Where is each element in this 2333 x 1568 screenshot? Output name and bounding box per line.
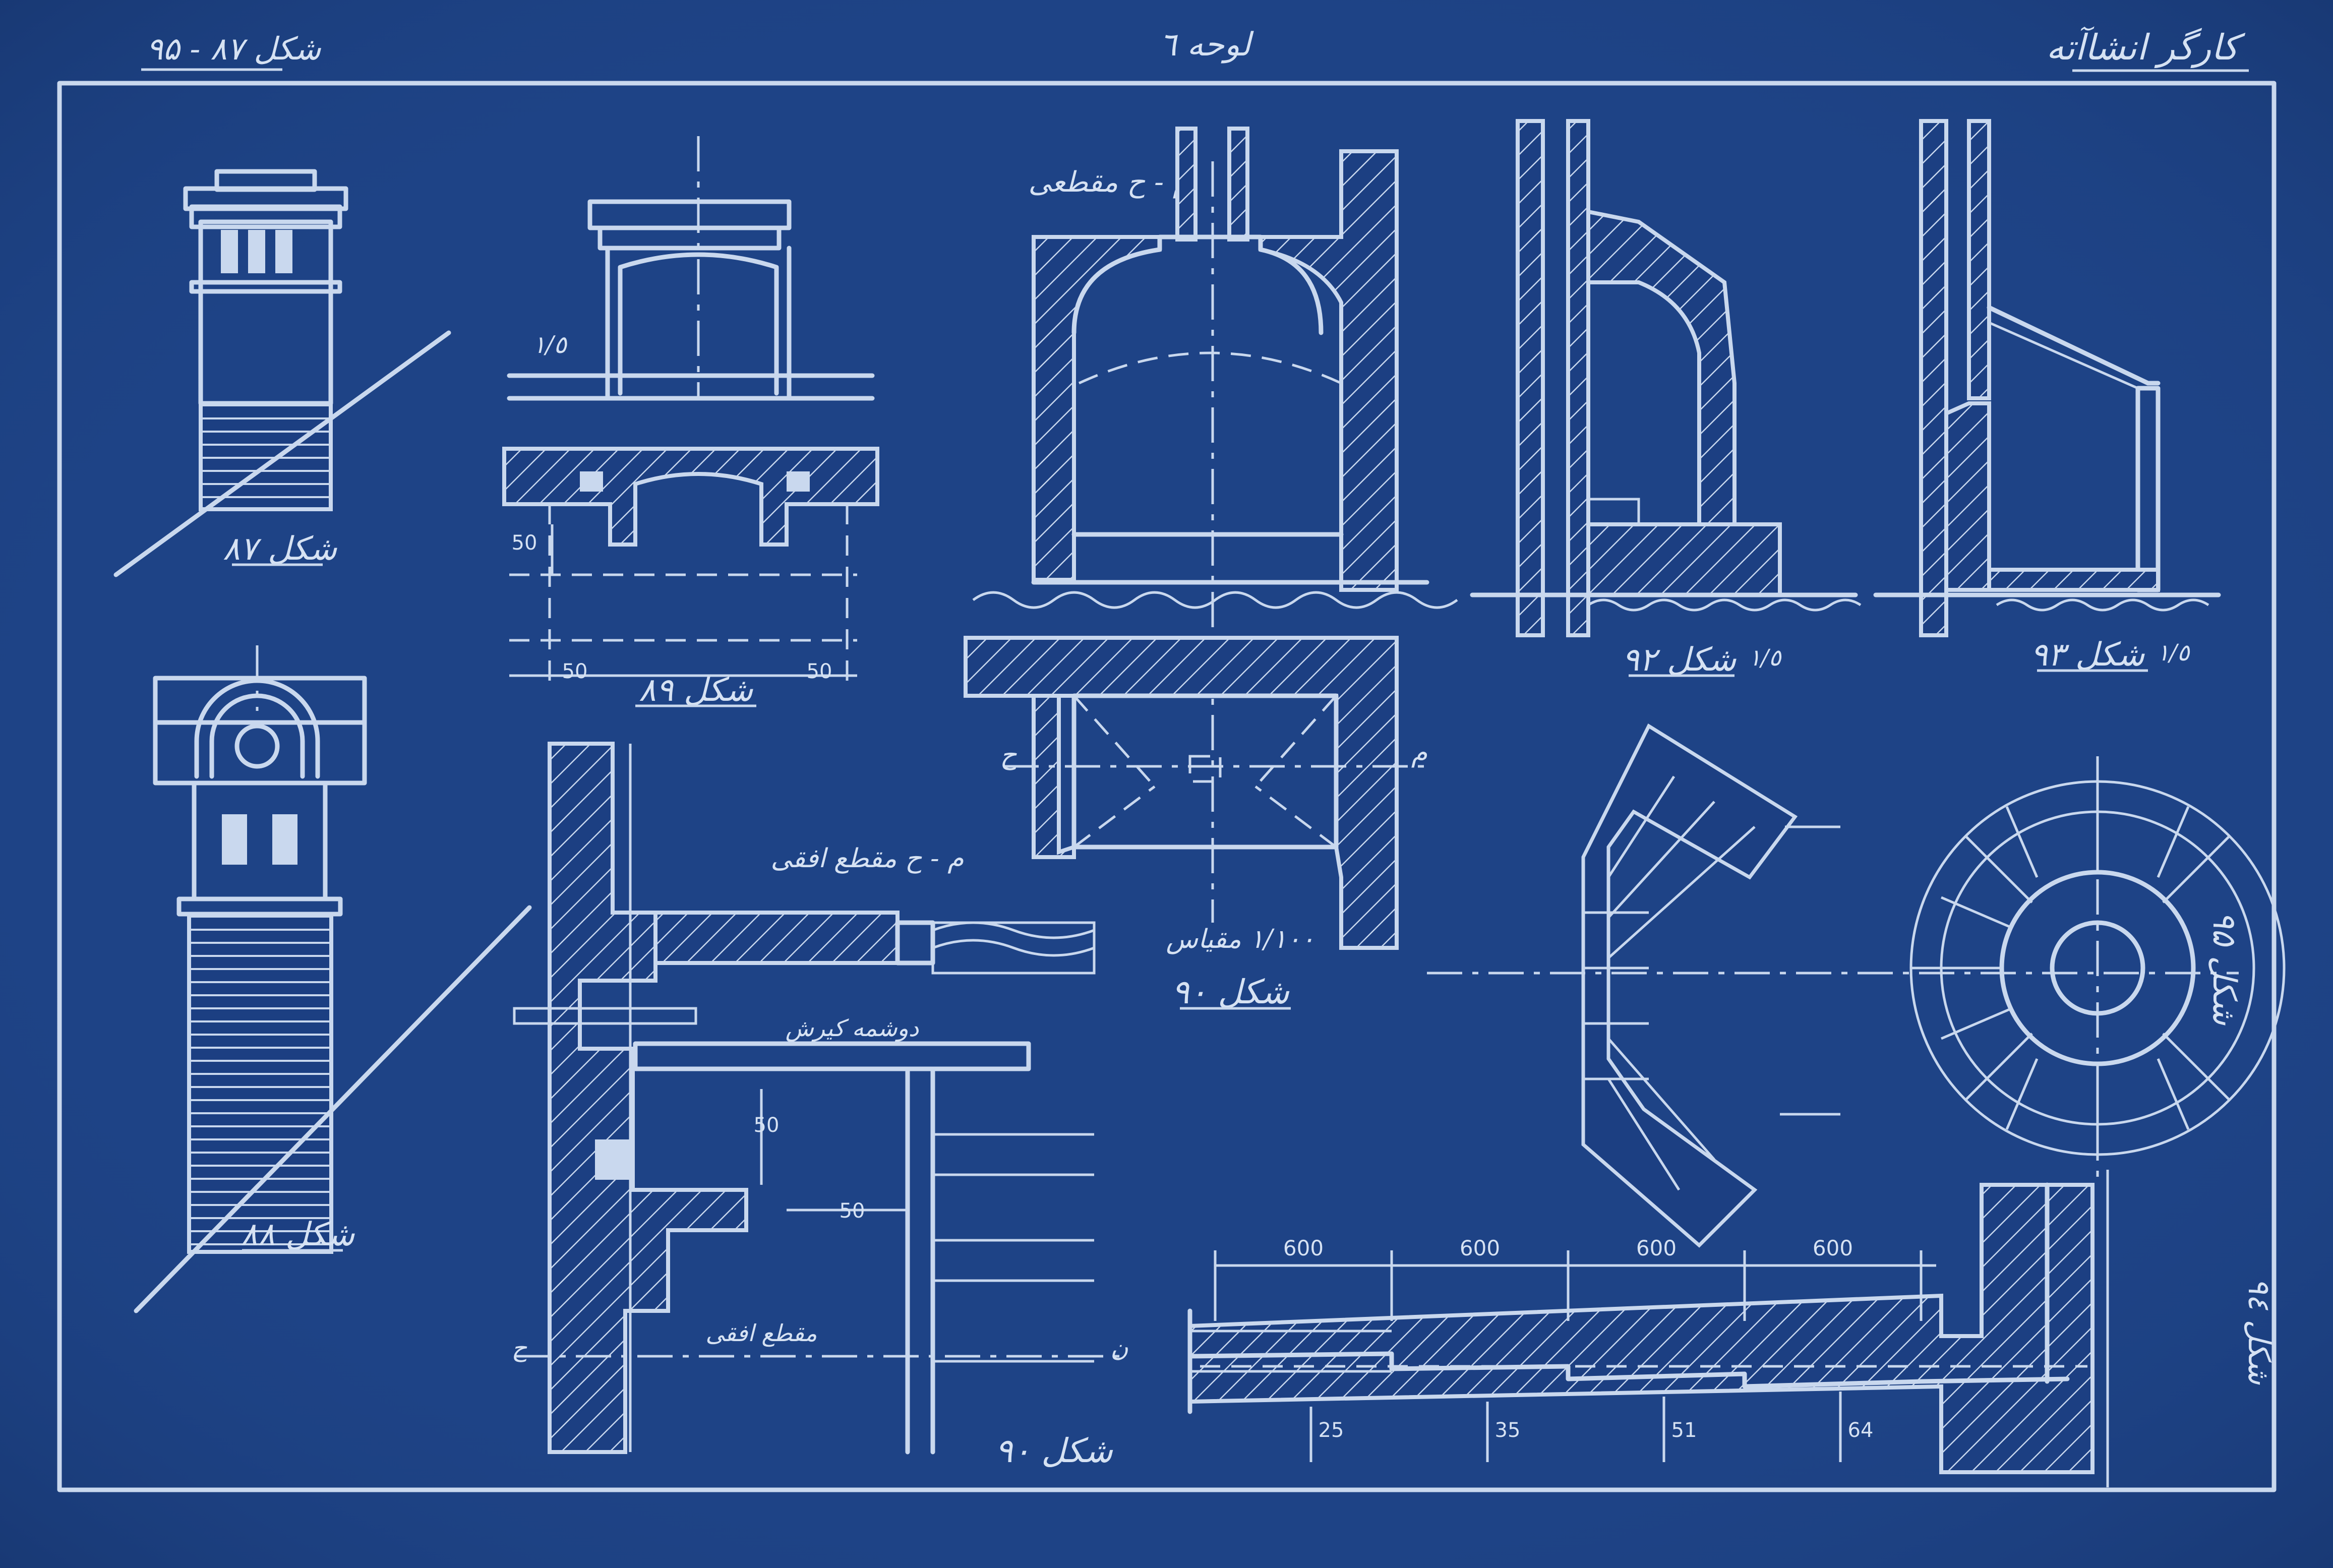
figure-94-dim-d2: 35 [1495, 1419, 1521, 1442]
label-h-lower: ح [512, 1334, 527, 1362]
figure-95-circular-flue: شکل ۹۵ [1909, 756, 2286, 1180]
figure-87-label: شکل ۸۷ [223, 530, 338, 568]
figure-90-fireplace: م - ح مقطعی ح م ١/١٠٠ مقیاس شکل ۹۰ [964, 127, 1458, 1011]
figure-93-label: شکل ۹۳ [2030, 636, 2145, 674]
label-m-right: م [1411, 738, 1427, 768]
figure-90-scale: ١/١٠٠ مقیاس [1166, 924, 1315, 954]
figure-92-section: شکل ۹۲ ١/٥ [1470, 119, 1862, 679]
figure-94-flue-pipe: 600 600 600 600 25 35 51 64 شکل ۹٤ [1187, 1170, 2277, 1487]
figure-88-chimney: شکل ۸۸ [134, 645, 532, 1313]
figure-87-chimney: شکل ۸۷ [113, 169, 451, 577]
figure-92-scale: ١/٥ [1749, 644, 1782, 671]
floor-section-label: مقطع افقی [705, 1319, 817, 1347]
figure-88-label: شکل ۸۸ [241, 1216, 355, 1253]
two-floors-label: دوشمه کیرش [786, 1014, 919, 1042]
figure-89-dim-right: 50 [807, 660, 832, 683]
figure-90-section-horizontal: م - ح مقطع افقی [771, 843, 964, 874]
figure-89-dim-height: 50 [512, 531, 537, 555]
figure-90-dim-height: 50 [754, 1114, 780, 1137]
figure-90-upper-label: شکل ۹۰ [1171, 973, 1289, 1011]
figure-94-dim-seg3: 600 [1636, 1236, 1677, 1260]
label-h-left: ح [1000, 740, 1017, 770]
figure-94-dim-seg4: 600 [1813, 1236, 1853, 1260]
figure-92-label: شکل ۹۲ [1622, 641, 1737, 679]
figure-94-dim-d1: 25 [1319, 1419, 1344, 1442]
figure-94-dim-d4: 64 [1848, 1419, 1874, 1442]
header-center-title: لوحه ٦ [1159, 26, 1254, 64]
figure-94-dim-d3: 51 [1671, 1419, 1697, 1442]
header-right-title: کارگر انشاآته [2046, 26, 2245, 69]
figure-89-dim-left: 50 [562, 660, 588, 683]
flue-plan-elbow [1427, 723, 2239, 1248]
figure-90-lower-label: شکل ۹۰ [995, 1431, 1113, 1470]
figure-93-section: شکل ۹۳ ١/٥ [1873, 119, 2221, 674]
figure-90-dim-width: 50 [840, 1199, 865, 1223]
drawing-border [57, 81, 2277, 1492]
figure-95-label: شکل ۹۵ [2205, 911, 2243, 1026]
label-n-lower: ن [1110, 1334, 1128, 1362]
header-left-title: شکل ۸۷ - ۹۵ [146, 30, 321, 67]
figure-89-cap: ١/٥ 50 50 50 شکل ۸۹ [502, 136, 879, 709]
figure-89-scale: ١/٥ [532, 331, 567, 359]
figure-94-dim-seg1: 600 [1283, 1236, 1324, 1260]
figure-93-scale: ١/٥ [2157, 639, 2190, 666]
figure-89-label: شکل ۸۹ [639, 672, 754, 709]
figure-94-label: شکل ۹٤ [2241, 1278, 2277, 1385]
figure-90-section-label: م - ح مقطعی [1028, 166, 1190, 199]
figure-90-horizontal-section: م - ح مقطع افقی دوشمه کیرش 50 50 ح ن مقط… [512, 742, 1129, 1470]
figure-94-dim-seg2: 600 [1460, 1236, 1500, 1260]
